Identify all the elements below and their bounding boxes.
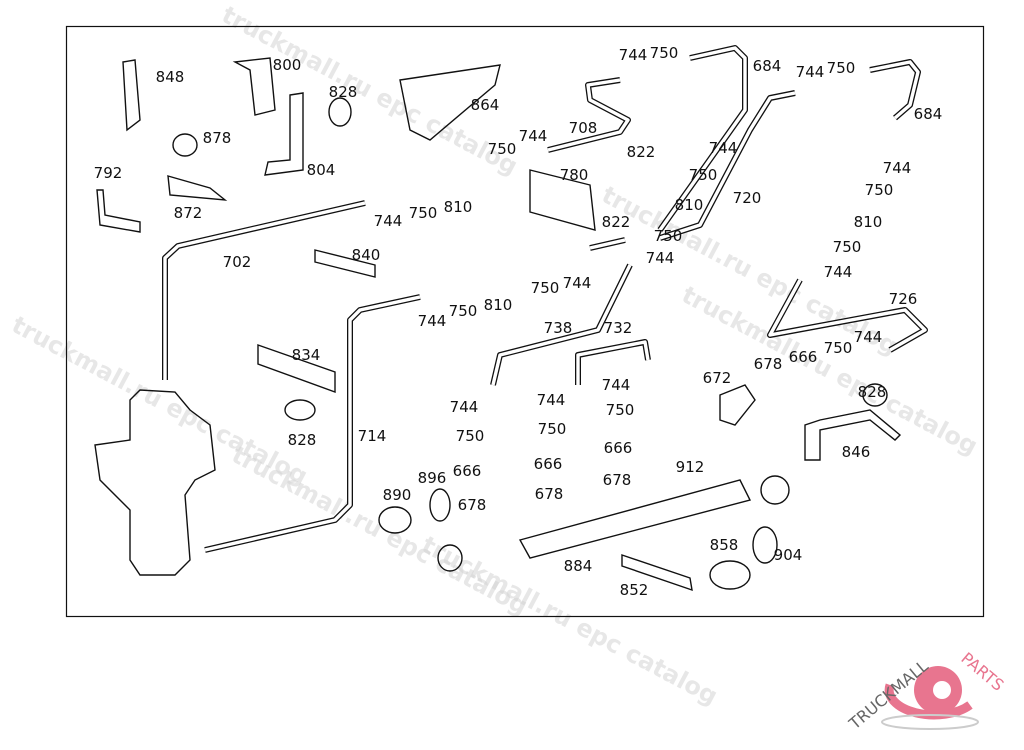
- part-label-744: 744: [619, 46, 648, 64]
- part-label-822: 822: [602, 213, 631, 231]
- part-label-744: 744: [824, 263, 853, 281]
- part-label-726: 726: [889, 290, 918, 308]
- part-label-750: 750: [824, 339, 853, 357]
- watermark-text: truckmall.ru epc catalog: [227, 441, 532, 621]
- part-label-750: 750: [606, 401, 635, 419]
- diagram-frame: [65, 25, 985, 618]
- part-label-744: 744: [374, 212, 403, 230]
- part-label-750: 750: [833, 238, 862, 256]
- part-label-738: 738: [544, 319, 573, 337]
- logo-text-accent: PARTS: [957, 649, 1007, 695]
- part-label-896: 896: [418, 469, 447, 487]
- part-label-744: 744: [796, 63, 825, 81]
- part-label-804: 804: [307, 161, 336, 179]
- part-label-858: 858: [710, 536, 739, 554]
- part-label-744: 744: [602, 376, 631, 394]
- part-label-744: 744: [519, 127, 548, 145]
- part-label-912: 912: [676, 458, 705, 476]
- part-label-810: 810: [854, 213, 883, 231]
- part-label-678: 678: [754, 355, 783, 373]
- part-label-750: 750: [827, 59, 856, 77]
- part-label-744: 744: [854, 328, 883, 346]
- part-label-708: 708: [569, 119, 598, 137]
- part-label-780: 780: [560, 166, 589, 184]
- part-label-666: 666: [453, 462, 482, 480]
- part-label-750: 750: [409, 204, 438, 222]
- part-label-828: 828: [288, 431, 317, 449]
- part-label-744: 744: [418, 312, 447, 330]
- part-label-744: 744: [709, 139, 738, 157]
- part-label-678: 678: [458, 496, 487, 514]
- part-label-744: 744: [450, 398, 479, 416]
- part-label-840: 840: [352, 246, 381, 264]
- part-label-678: 678: [603, 471, 632, 489]
- part-label-684: 684: [914, 105, 943, 123]
- part-label-666: 666: [789, 348, 818, 366]
- part-label-702: 702: [223, 253, 252, 271]
- part-label-666: 666: [604, 439, 633, 457]
- part-label-750: 750: [449, 302, 478, 320]
- part-label-852: 852: [620, 581, 649, 599]
- part-label-872: 872: [174, 204, 203, 222]
- part-label-810: 810: [675, 196, 704, 214]
- part-label-684: 684: [753, 57, 782, 75]
- part-label-810: 810: [484, 296, 513, 314]
- watermark-text: truckmall.ru epc catalog: [217, 1, 522, 181]
- part-label-750: 750: [456, 427, 485, 445]
- part-label-720: 720: [733, 189, 762, 207]
- part-label-750: 750: [488, 140, 517, 158]
- part-label-666: 666: [534, 455, 563, 473]
- part-label-750: 750: [654, 227, 683, 245]
- part-label-678: 678: [535, 485, 564, 503]
- part-label-750: 750: [865, 181, 894, 199]
- tubes: [162, 45, 928, 553]
- truckmall-logo: TRUCKMALL PARTS: [845, 649, 1008, 734]
- part-label-878: 878: [203, 129, 232, 147]
- part-label-800: 800: [273, 56, 302, 74]
- part-label-904: 904: [774, 546, 803, 564]
- part-label-744: 744: [883, 159, 912, 177]
- components: [94, 57, 902, 592]
- part-label-792: 792: [94, 164, 123, 182]
- part-label-822: 822: [627, 143, 656, 161]
- part-label-750: 750: [689, 166, 718, 184]
- part-label-834: 834: [292, 346, 321, 364]
- part-label-846: 846: [842, 443, 871, 461]
- part-label-744: 744: [646, 249, 675, 267]
- part-label-848: 848: [156, 68, 185, 86]
- part-label-672: 672: [703, 369, 732, 387]
- part-label-714: 714: [358, 427, 387, 445]
- part-label-750: 750: [538, 420, 567, 438]
- part-label-744: 744: [563, 274, 592, 292]
- part-label-810: 810: [444, 198, 473, 216]
- part-label-884: 884: [564, 557, 593, 575]
- part-label-890: 890: [383, 486, 412, 504]
- part-label-828: 828: [858, 383, 887, 401]
- part-label-732: 732: [604, 319, 633, 337]
- part-label-828: 828: [329, 83, 358, 101]
- part-label-750: 750: [650, 44, 679, 62]
- part-label-750: 750: [531, 279, 560, 297]
- part-label-744: 744: [537, 391, 566, 409]
- part-label-864: 864: [471, 96, 500, 114]
